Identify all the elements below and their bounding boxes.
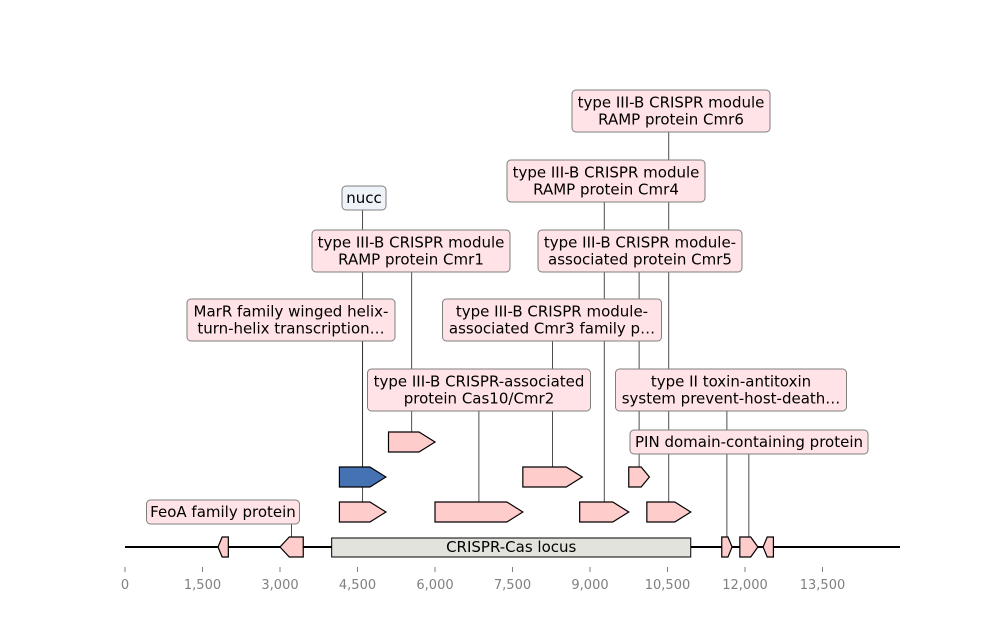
gene-labels: FeoA family protein MarR family winged he…: [146, 89, 869, 525]
axis-tick-label: 13,500: [800, 578, 846, 593]
gene-label-box: [311, 229, 511, 273]
gene-label-text: PIN domain-containing protein: [635, 433, 863, 451]
gene-arrow: [762, 536, 775, 558]
gene-label-box: [146, 499, 300, 525]
axis-tick-label: 0: [121, 578, 129, 593]
gene-label-box: [506, 159, 706, 203]
gene-arrow: [338, 501, 388, 523]
axis-tick-label: 6,000: [416, 578, 453, 593]
gene-arrow: [646, 501, 692, 523]
gene-label-box: [629, 429, 869, 455]
gene-label-box: [186, 298, 396, 342]
gene-label-box: [537, 229, 743, 273]
gene-arrow: [279, 536, 304, 558]
gene-arrow: [434, 501, 524, 523]
crispr-cas-locus-label: CRISPR-Cas locus: [446, 538, 576, 556]
axis-tick-label: 10,500: [645, 578, 691, 593]
gene-arrow: [628, 466, 651, 488]
gene-arrow: [217, 536, 229, 558]
gene-features: [217, 431, 775, 558]
axis-tick-label: 9,000: [571, 578, 608, 593]
gene-arrow: [387, 431, 437, 453]
axis-tick-label: 7,500: [494, 578, 531, 593]
gene-arrow: [739, 536, 759, 558]
gene-arrow: [721, 536, 733, 558]
gene-label-box: [615, 368, 847, 412]
crispr-cas-locus-region: [331, 537, 692, 558]
gene-label-box: [442, 298, 662, 342]
gene-arrow: [522, 466, 584, 488]
gene-label-text: type III-B CRISPR module-associated Cmr3…: [449, 303, 655, 338]
axis-tick-label: 1,500: [184, 578, 221, 593]
gene-arrow: [579, 501, 630, 523]
gene-label-text: MarR family winged helix-turn-helix tran…: [194, 303, 389, 338]
axis-tick-label: 4,500: [339, 578, 376, 593]
gene-label-box: [341, 185, 387, 211]
position-axis: 0 1,500 3,000 4,500 6,000 7,500 9,000 10,500 12,…: [121, 567, 845, 593]
gene-label-box: [571, 89, 771, 133]
gene-arrow: [338, 466, 388, 488]
gene-label-text: nucc: [346, 189, 382, 207]
gene-label-box: [367, 368, 591, 412]
gene-label-text: type III-B CRISPR module-associated prot…: [544, 234, 736, 269]
gene-label-text: FeoA family protein: [150, 503, 296, 521]
axis-tick-label: 3,000: [261, 578, 298, 593]
axis-tick-label: 12,000: [722, 578, 768, 593]
